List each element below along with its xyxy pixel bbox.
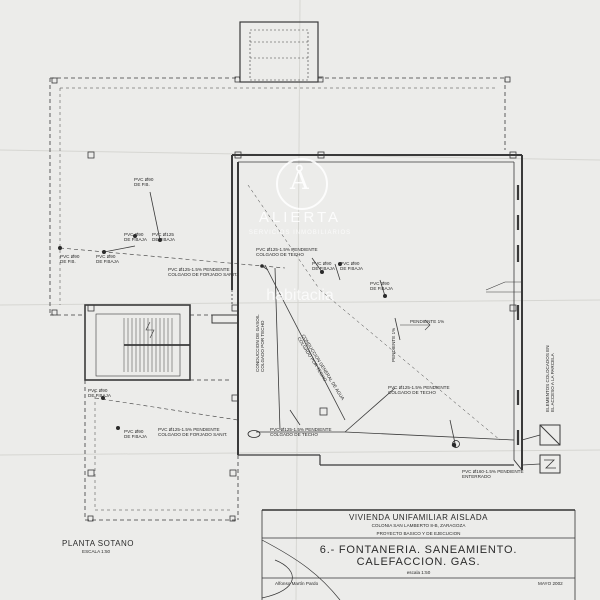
watermark-tagline: SERVICIOS INMOBILIARIOS [248, 230, 352, 236]
plan-scale: ESCALA 1:50 [82, 549, 111, 554]
main-building-walls [231, 154, 523, 471]
upper-left-zone-outline [49, 77, 506, 316]
watermark-brand: ALIERTA [258, 209, 342, 226]
project-name: VIVIENDA UNIFAMILIAR AISLADA [349, 513, 488, 522]
plan-name: PLANTA SOTANO [62, 539, 134, 548]
sheet-title-line-1: 6.- FONTANERIA. SANEAMIENTO. [319, 544, 518, 556]
watermark-portal: habitaclia [266, 287, 334, 304]
watermark-logo-icon: Å [276, 158, 328, 210]
label-pendiente-2: PENDIENTE 1% [391, 327, 396, 362]
lower-left-zone-outline [84, 379, 239, 521]
sheet-title-line-2: CALEFACCION. GAS. [356, 556, 481, 568]
title-block-frame [261, 509, 576, 600]
stair-block [84, 304, 191, 381]
project-phase: PROYECTO BASICO Y DE EJECUCION [376, 531, 461, 536]
architect-name: Alfonso Martín Pardo [275, 581, 319, 586]
pipe-runs [103, 191, 515, 449]
exterior-meter-boxes [521, 424, 561, 474]
upper-stair-block [239, 21, 319, 83]
sheet-date: MAYO 2002 [538, 581, 563, 586]
label-pendiente-1: PENDIENTE 1% [410, 319, 445, 324]
column-markers [51, 76, 517, 522]
sheet-scale: escala 1:50 [406, 570, 431, 575]
project-address: COLONIA SAN LAMBERTO 8-B, ZARAGOZA [371, 523, 466, 528]
